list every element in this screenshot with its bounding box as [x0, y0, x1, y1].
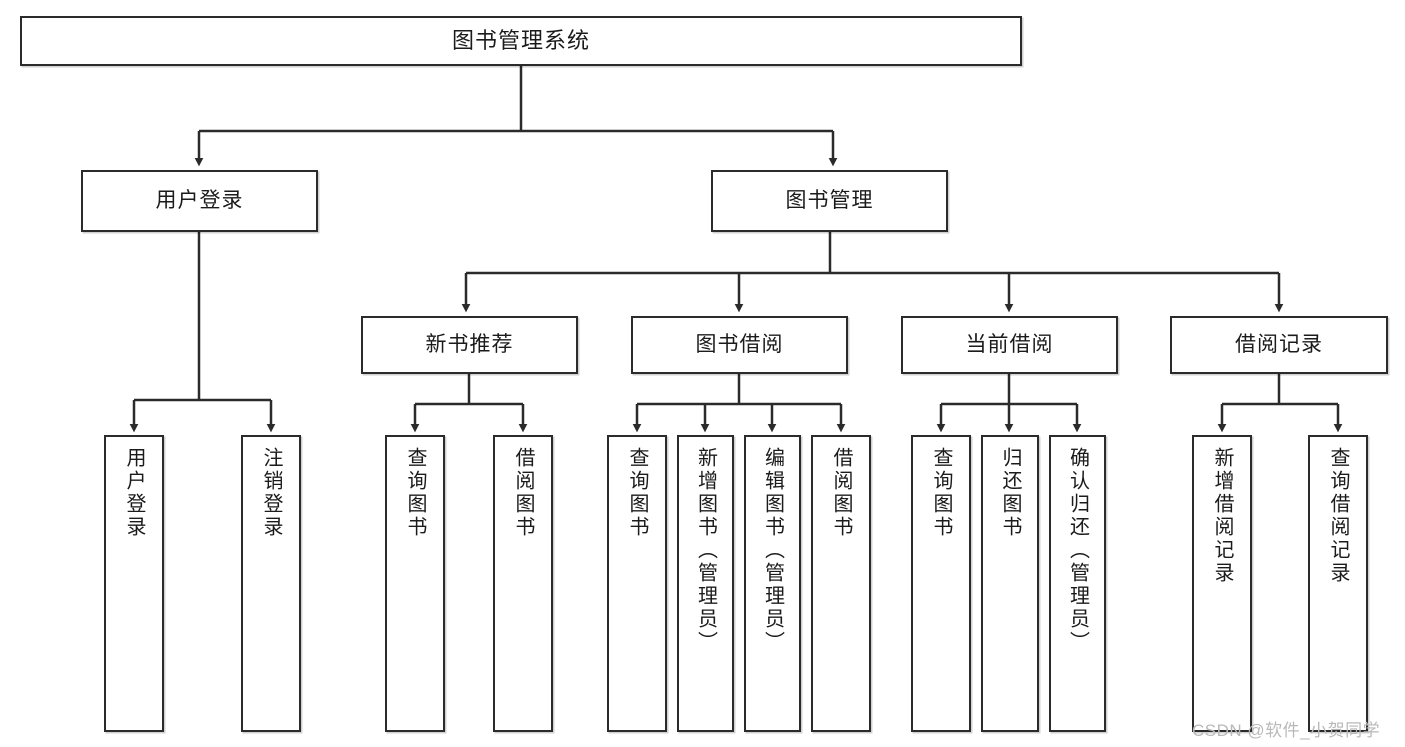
node-label: 图书借阅: [695, 332, 784, 356]
node-label: 借阅图书: [512, 447, 534, 539]
node-label: 查询图书: [930, 447, 952, 539]
leaf-new-book-query[interactable]: 查询图书: [385, 435, 445, 732]
node-book-management[interactable]: 图书管理: [711, 170, 948, 232]
node-new-book-recommend[interactable]: 新书推荐: [361, 316, 578, 374]
node-label: 注销登录: [260, 447, 282, 539]
leaf-book-borrow-edit[interactable]: 编辑图书（管理员）: [744, 435, 801, 732]
leaf-book-borrow-add[interactable]: 新增图书（管理员）: [677, 435, 734, 732]
leaf-current-borrow-query[interactable]: 查询图书: [911, 435, 971, 732]
node-borrow-records[interactable]: 借阅记录: [1170, 316, 1388, 374]
node-user-login[interactable]: 用户登录: [81, 170, 318, 232]
node-label: 编辑图书（管理员）: [761, 447, 784, 654]
leaf-user-login-login[interactable]: 用户登录: [104, 435, 164, 732]
node-label: 查询图书: [404, 447, 426, 539]
leaf-current-borrow-return[interactable]: 归还图书: [981, 435, 1039, 732]
node-label: 借阅记录: [1235, 332, 1323, 356]
leaf-new-book-borrow[interactable]: 借阅图书: [493, 435, 553, 732]
node-label: 确认归还（管理员）: [1066, 447, 1089, 654]
node-label: 查询借阅记录: [1327, 447, 1349, 585]
node-label: 用户登录: [155, 188, 244, 212]
leaf-borrow-records-query[interactable]: 查询借阅记录: [1308, 435, 1368, 732]
node-current-borrow[interactable]: 当前借阅: [901, 316, 1118, 374]
leaf-current-borrow-confirm-return[interactable]: 确认归还（管理员）: [1049, 435, 1106, 732]
node-label: 新增图书（管理员）: [694, 447, 717, 654]
node-label: 图书管理系统: [451, 28, 590, 54]
leaf-book-borrow-query[interactable]: 查询图书: [607, 435, 667, 732]
node-label: 图书管理: [785, 188, 874, 212]
node-label: 新增借阅记录: [1211, 447, 1233, 585]
node-label: 当前借阅: [965, 332, 1054, 356]
leaf-book-borrow-borrow[interactable]: 借阅图书: [811, 435, 871, 732]
node-label: 查询图书: [626, 447, 648, 539]
node-root-system[interactable]: 图书管理系统: [20, 16, 1022, 66]
leaf-borrow-records-add[interactable]: 新增借阅记录: [1192, 435, 1252, 732]
leaf-user-login-logout[interactable]: 注销登录: [241, 435, 301, 732]
node-book-borrow[interactable]: 图书借阅: [631, 316, 848, 374]
node-label: 借阅图书: [830, 447, 852, 539]
node-label: 新书推荐: [425, 332, 514, 356]
node-label: 归还图书: [999, 447, 1021, 539]
csdn-watermark: CSDN @软件_小贺同学: [1192, 721, 1381, 740]
node-label: 用户登录: [123, 447, 145, 539]
